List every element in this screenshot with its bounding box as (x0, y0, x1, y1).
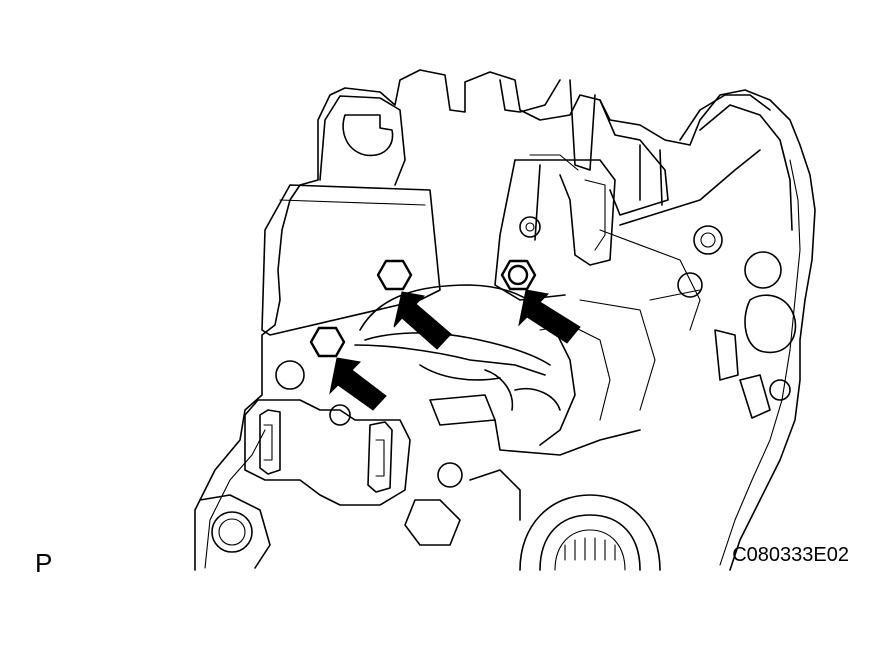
right-side-structure (599, 94, 797, 419)
bolt-top-left (376, 259, 413, 291)
lower-left-connector (244, 360, 463, 546)
bottom-center-bore (469, 469, 661, 571)
view-label: P (35, 548, 53, 578)
bottom-left-boss (199, 494, 271, 569)
arrow-bolt-top-right (518, 289, 581, 344)
arrow-bolt-left (329, 357, 387, 411)
bolt-top-right (500, 259, 537, 291)
figure-code: C080333E02 (732, 544, 849, 566)
bolt-left (309, 326, 346, 358)
case-outline (194, 69, 816, 571)
upper-pipe-bracket (494, 79, 616, 301)
arrow-bolt-top-left (393, 291, 452, 350)
upper-left-bracket (261, 95, 441, 336)
central-actuator-body (354, 284, 656, 456)
